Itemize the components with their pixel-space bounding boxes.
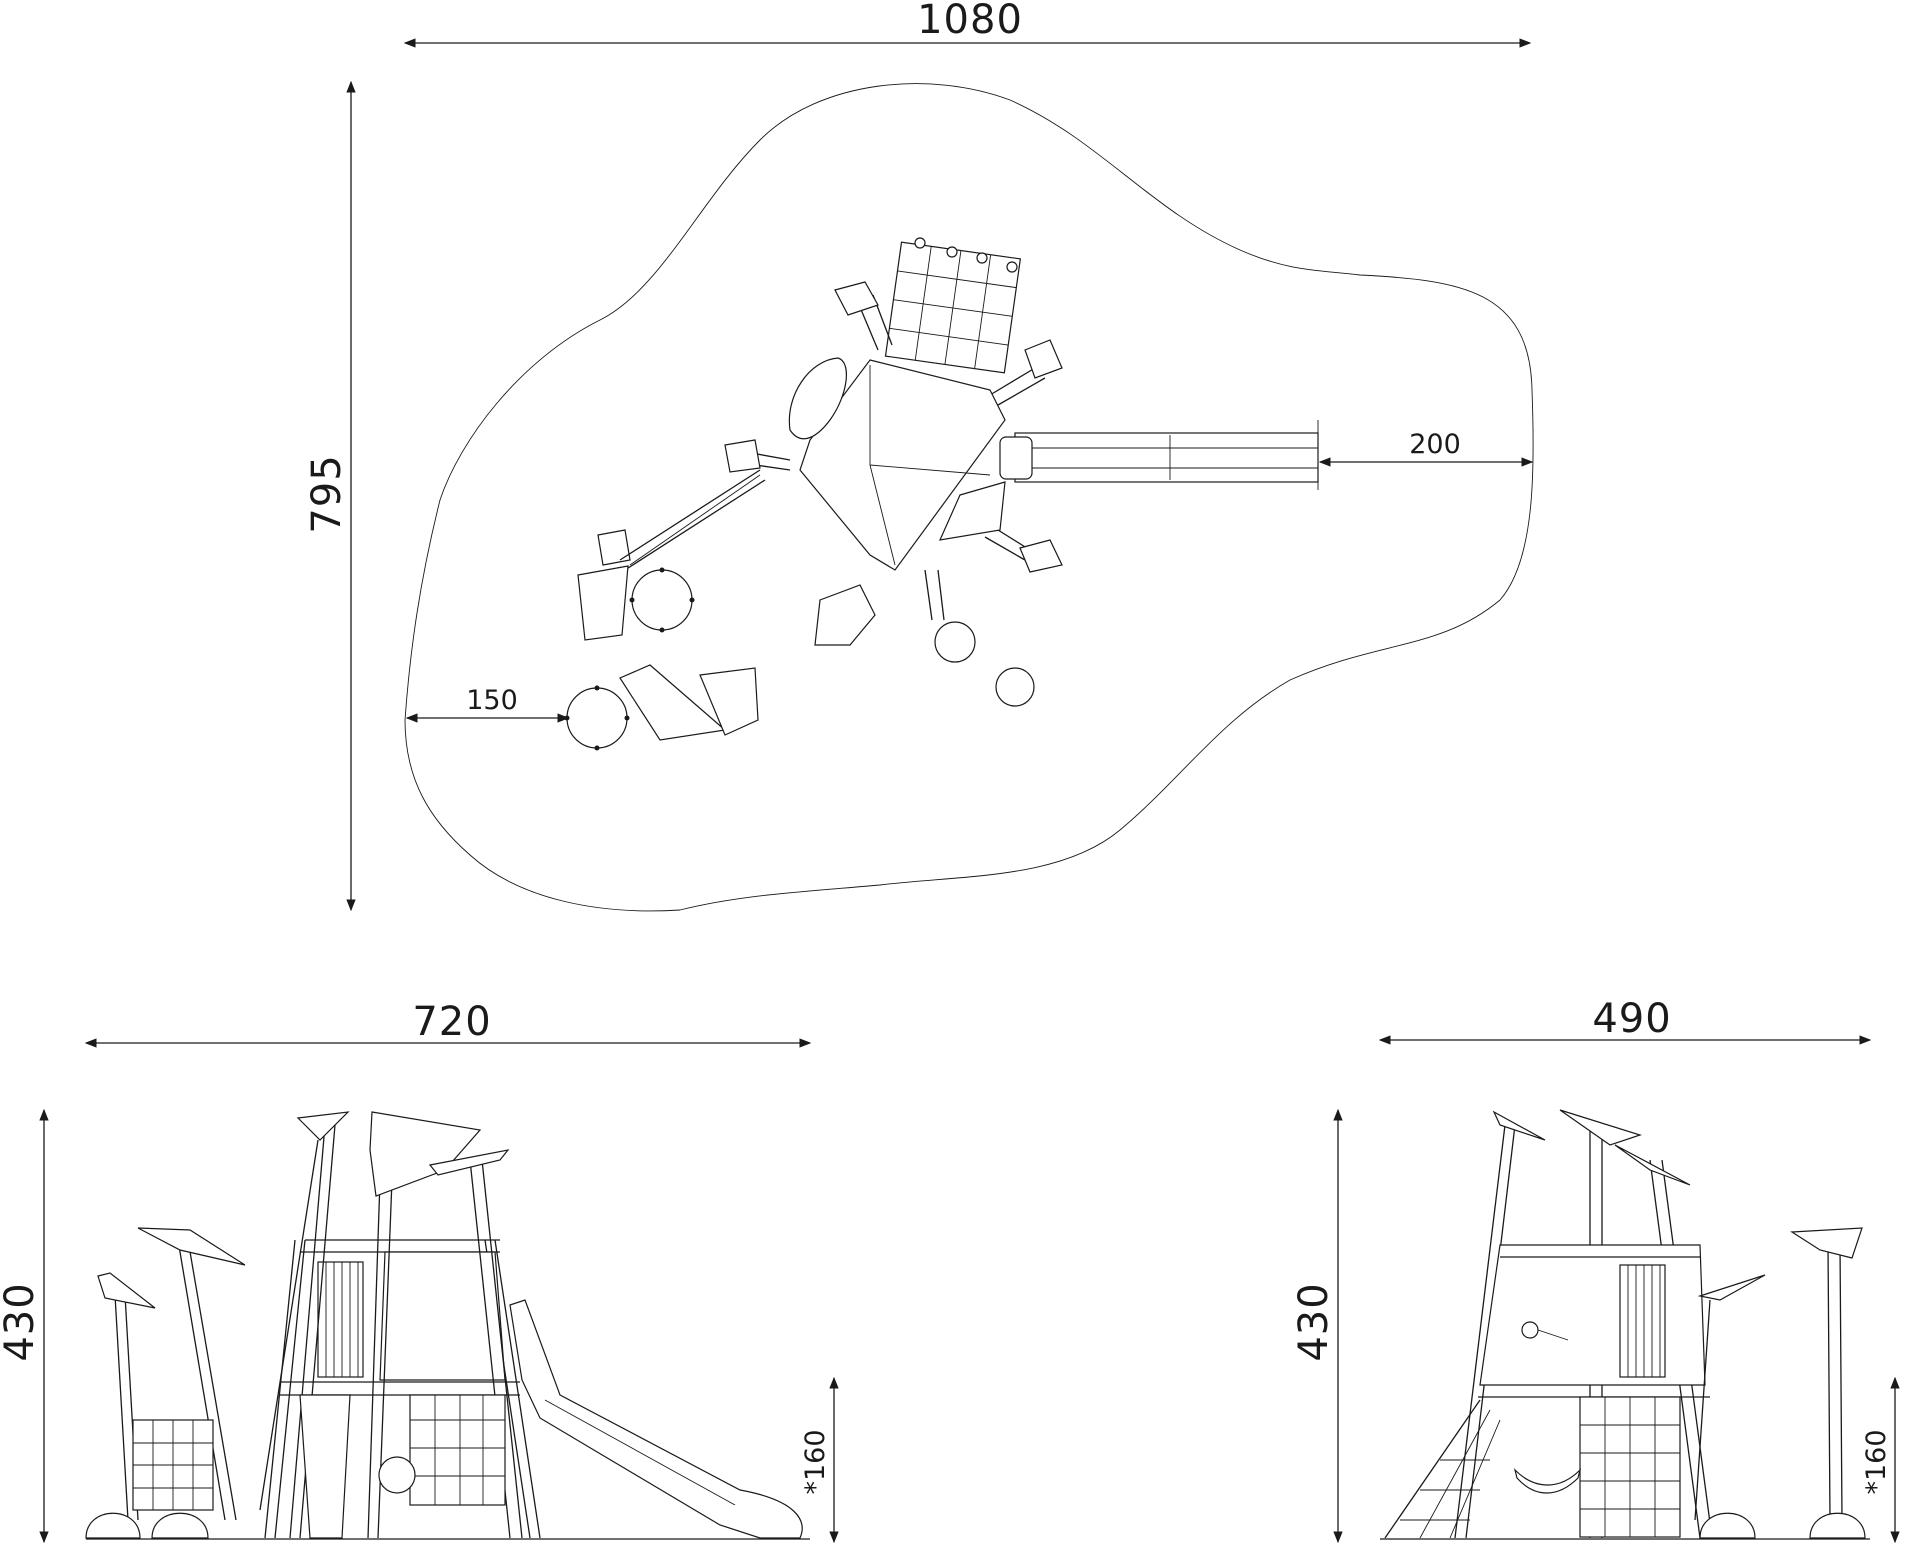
- plan-view: 1080 795 200 150: [304, 0, 1534, 912]
- front-platform-height-label: *160: [800, 1429, 831, 1494]
- front-elevation-view: 720 430 *160: [0, 999, 839, 1544]
- side-width-label: 490: [1592, 996, 1671, 1042]
- front-height-label: 430: [0, 1282, 43, 1361]
- plan-play-structure: [564, 237, 1063, 751]
- side-elevation-view: 490 430 *160: [1291, 996, 1900, 1544]
- side-play-structure: [1380, 1109, 1870, 1540]
- plan-width-label: 1080: [917, 0, 1023, 43]
- left-clearance-label: 150: [466, 685, 518, 716]
- front-play-structure: [85, 1111, 810, 1540]
- side-platform-height-label: *160: [1861, 1429, 1892, 1494]
- safety-zone-outline: [404, 83, 1534, 912]
- side-height-label: 430: [1291, 1282, 1337, 1361]
- plan-slide: [1014, 432, 1319, 483]
- slide-clearance-label: 200: [1409, 429, 1461, 460]
- plan-height-label: 795: [304, 454, 350, 533]
- front-width-label: 720: [412, 999, 491, 1045]
